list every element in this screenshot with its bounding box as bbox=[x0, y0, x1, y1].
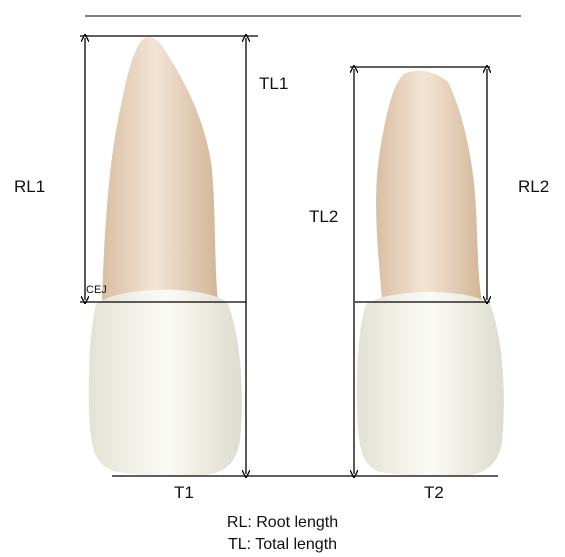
tl1-label: TL1 bbox=[259, 74, 288, 93]
legend-total-length: TL: Total length bbox=[0, 536, 565, 554]
tooth-2 bbox=[357, 71, 504, 476]
cej-label: CEJ bbox=[86, 284, 107, 296]
rl2-label: RL2 bbox=[518, 177, 549, 196]
tooth-1-crown bbox=[89, 290, 242, 476]
rl1-label: RL1 bbox=[14, 177, 45, 196]
tooth-1-root bbox=[102, 37, 218, 302]
tooth-1 bbox=[89, 37, 242, 476]
tl2-label: TL2 bbox=[309, 207, 338, 226]
t2-label: T2 bbox=[424, 483, 444, 502]
tooth-2-root bbox=[376, 71, 482, 302]
legend-root-length: RL: Root length bbox=[0, 514, 565, 532]
tooth-2-crown bbox=[357, 292, 504, 476]
t1-label: T1 bbox=[174, 483, 194, 502]
